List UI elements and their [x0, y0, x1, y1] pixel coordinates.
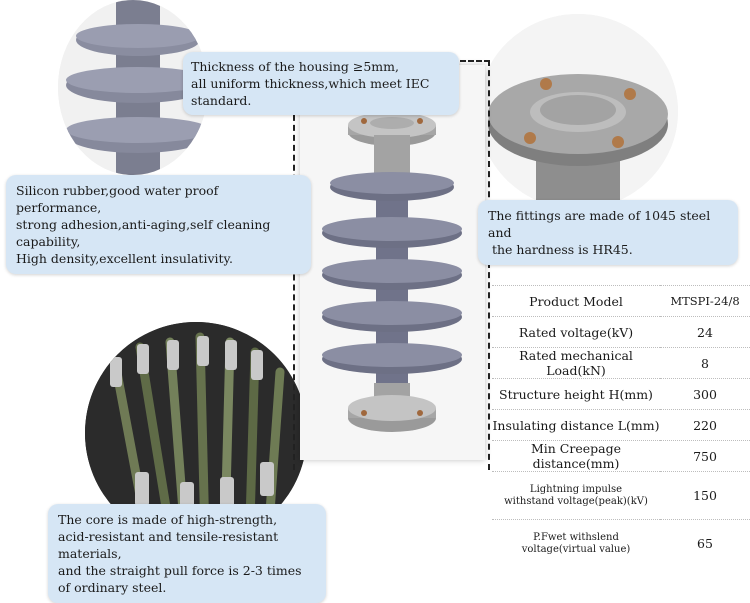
table-row: Structure height H(mm) 300	[492, 378, 750, 410]
silicon-rubber-callout: Silicon rubber,good water proof performa…	[6, 175, 311, 274]
callout-line: strong adhesion,anti-aging,self cleaning…	[16, 217, 271, 249]
spec-value: 8	[660, 347, 750, 379]
spec-label: Insulating distance L(mm)	[492, 409, 660, 441]
connector-line-right	[488, 60, 490, 470]
core-material-callout: The core is made of high-strength, acid-…	[48, 504, 326, 603]
spec-label: Structure height H(mm)	[492, 378, 660, 410]
table-row: Insulating distance L(mm) 220	[492, 409, 750, 441]
spec-value: 150	[660, 471, 750, 520]
flange-closeup-image	[478, 14, 678, 209]
spec-label-line: withstand voltage(peak)(kV)	[504, 495, 648, 507]
spec-table: Product Model MTSPI-24/8 Rated voltage(k…	[492, 285, 750, 567]
table-row: Lightning impulse withstand voltage(peak…	[492, 471, 750, 520]
callout-line: The fittings are made of 1045 steel and	[488, 208, 711, 240]
spec-label: Rated mechanical Load(kN)	[492, 347, 660, 379]
table-row: Product Model MTSPI-24/8	[492, 285, 750, 317]
spec-value: 750	[660, 440, 750, 472]
callout-line: of ordinary steel.	[58, 580, 167, 595]
callout-line: and the straight pull force is 2-3 times	[58, 563, 302, 578]
spec-label: Min Creepage distance(mm)	[492, 440, 660, 472]
callout-line: all uniform thickness,which meet IEC sta…	[191, 76, 430, 108]
table-row: P.Fwet withslend voltage(virtual value) …	[492, 519, 750, 567]
table-row: Rated voltage(kV) 24	[492, 316, 750, 348]
callout-line: acid-resistant and tensile-resistant mat…	[58, 529, 279, 561]
insulator-product-image	[300, 65, 485, 460]
spec-label: Product Model	[492, 285, 660, 317]
callout-line: Thickness of the housing ≥5mm,	[191, 59, 399, 74]
callout-line: The core is made of high-strength,	[58, 512, 278, 527]
table-row: Rated mechanical Load(kN) 8	[492, 347, 750, 379]
spec-value: MTSPI-24/8	[660, 285, 750, 317]
callout-line: Silicon rubber,good water proof performa…	[16, 183, 219, 215]
connector-line-top	[460, 60, 490, 62]
spec-value: 65	[660, 519, 750, 567]
spec-label: P.Fwet withslend voltage(virtual value)	[492, 519, 660, 567]
table-row: Min Creepage distance(mm) 750	[492, 440, 750, 472]
fittings-callout: The fittings are made of 1045 steel and …	[478, 200, 738, 265]
callout-line: High density,excellent insulativity.	[16, 251, 233, 266]
spec-value: 220	[660, 409, 750, 441]
spec-value: 300	[660, 378, 750, 410]
spec-value: 24	[660, 316, 750, 348]
spec-label-line: voltage(virtual value)	[521, 543, 631, 555]
spec-label: Rated voltage(kV)	[492, 316, 660, 348]
spec-label-line: Lightning impulse	[529, 483, 623, 495]
spec-label: Lightning impulse withstand voltage(peak…	[492, 471, 660, 520]
spec-label-line: P.Fwet withslend	[533, 531, 619, 543]
housing-thickness-callout: Thickness of the housing ≥5mm, all unifo…	[183, 52, 459, 115]
callout-line: the hardness is HR45.	[488, 242, 633, 257]
